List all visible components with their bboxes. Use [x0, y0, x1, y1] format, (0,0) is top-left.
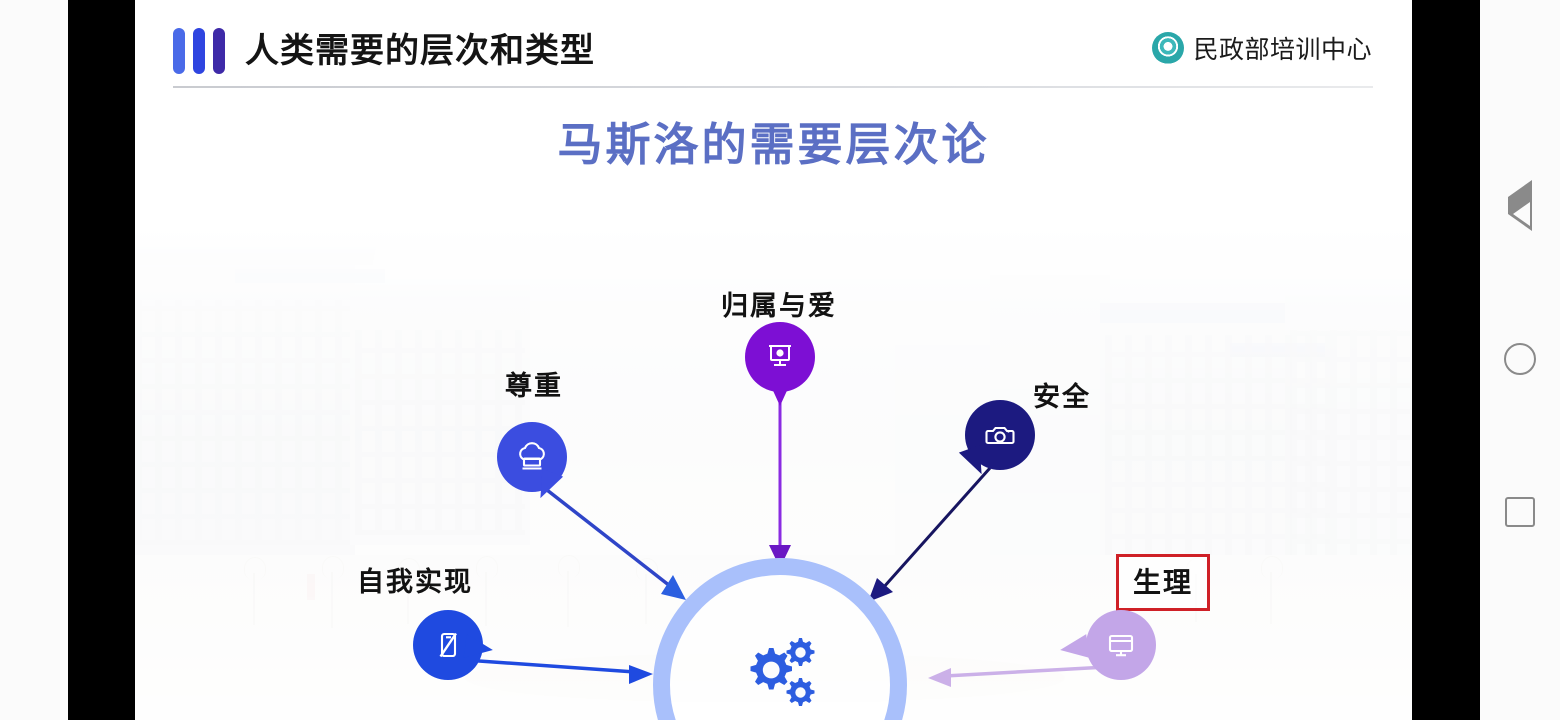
recents-button[interactable] [1498, 490, 1542, 534]
photo-tree [476, 556, 498, 626]
pin-bubble [497, 422, 567, 492]
gears-icon [739, 628, 823, 712]
pin-bubble [745, 322, 815, 392]
node-label-safety: 安全 [1033, 382, 1091, 412]
monitor-icon [1086, 610, 1156, 680]
pin-tail [770, 384, 790, 406]
photo-windows [135, 300, 350, 545]
photo-tree [244, 557, 266, 625]
photo-windows [355, 330, 525, 535]
accent-bar-1 [173, 28, 185, 74]
letterbox-bar-right [1412, 0, 1480, 720]
node-pin-safety[interactable] [958, 400, 1035, 479]
photo-tree [398, 558, 420, 624]
node-pin-self-actualization[interactable] [413, 610, 495, 680]
letterbox-bar-left [68, 0, 135, 720]
maslow-hierarchy-diagram: 归属与爱 尊重 [135, 0, 1412, 720]
accent-bar-3 [213, 28, 225, 74]
pin-bubble [1086, 610, 1156, 680]
home-button[interactable] [1498, 337, 1542, 381]
header-title: 人类需要的层次和类型 [245, 32, 595, 70]
node-label-physiological: 生理 [1133, 567, 1194, 598]
photo-tree [636, 558, 658, 624]
node-label-self-actualization: 自我实现 [357, 567, 473, 597]
photo-windows [1105, 335, 1330, 565]
node-label-esteem: 尊重 [505, 371, 563, 401]
organization-logo: 民政部培训中心 [1152, 30, 1372, 66]
chef-hat-icon [497, 422, 567, 492]
campus-photo-background [135, 225, 1412, 720]
node-pin-physiological[interactable] [1058, 610, 1156, 680]
connector-lines [464, 395, 1108, 687]
photo-roof-accent [1100, 303, 1330, 323]
organization-name: 民政部培训中心 [1193, 36, 1372, 64]
presentation-slide[interactable]: 人类需要的层次和类型 民政部培训中心 马斯洛的需要层次论 [135, 0, 1412, 720]
pin-bubble [965, 400, 1035, 470]
photo-roof-accent [235, 269, 385, 283]
accent-bar-2 [193, 28, 205, 74]
node-pin-esteem[interactable] [497, 422, 567, 503]
screen-left-margin [0, 0, 68, 720]
photo-tree [1261, 556, 1283, 624]
square-icon [1505, 497, 1535, 527]
node-label-belonging: 归属与爱 [721, 291, 837, 321]
back-button[interactable] [1498, 180, 1542, 231]
camera-icon [965, 400, 1035, 470]
photo-red-marker [307, 574, 315, 600]
no-phone-icon [413, 610, 483, 680]
header-divider [173, 86, 1373, 88]
photo-building [1285, 295, 1412, 575]
node-label-physiological-highlighted[interactable]: 生理 [1116, 554, 1211, 611]
node-pin-belonging[interactable] [745, 322, 815, 406]
photo-tree [558, 555, 580, 627]
triangle-left-icon [1508, 180, 1532, 231]
photo-tree [322, 556, 344, 628]
photo-roof-accent [1230, 343, 1325, 357]
circle-icon [1504, 343, 1536, 375]
photo-building [1100, 305, 1330, 575]
photo-building [350, 285, 530, 545]
android-navigation-bar [1480, 0, 1560, 720]
slide-header: 人类需要的层次和类型 民政部培训中心 [135, 0, 1412, 92]
header-accent-bars [173, 28, 225, 74]
photo-building [135, 255, 355, 555]
slide-title: 马斯洛的需要层次论 [557, 119, 990, 170]
presentation-screen-icon [745, 322, 815, 392]
pin-tail [1058, 634, 1090, 662]
photo-windows [1290, 330, 1412, 570]
seal-emblem-icon [1152, 32, 1185, 64]
